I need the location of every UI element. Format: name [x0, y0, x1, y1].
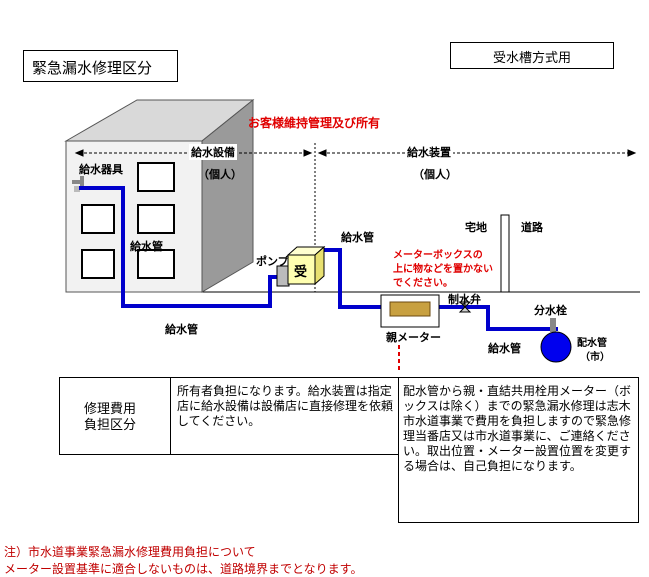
- meter-box-warning-line1: メーターボックスの: [393, 250, 483, 261]
- residential-label: 宅地: [465, 221, 487, 234]
- cost-table: 修理費用 負担区分 所有者負担になります。給水装置は指定店に給水設備は設備店に直…: [59, 377, 639, 523]
- device-range-arrow: [317, 149, 637, 157]
- road-boundary-post: [500, 214, 510, 293]
- supply-pipe: [79, 186, 558, 331]
- city-cost-cell: 配水管から親・直結共用栓用メーター（ボックスは除く）までの緊急漏水修理は志木市水…: [398, 377, 639, 523]
- water-tank: [286, 245, 326, 286]
- individual-label-device: （個人）: [413, 168, 457, 181]
- cost-table-heading-cell: 修理費用 負担区分: [59, 377, 171, 455]
- window: [81, 249, 115, 279]
- pump-icon: [276, 265, 290, 287]
- owner-cost-cell: 所有者負担になります。給水装置は指定店に給水設備は設備店に直接修理を依頼してくだ…: [170, 377, 399, 455]
- footnote-line2: メーター設置基準に適合しないものは、道路境界までとなります。: [4, 562, 363, 576]
- distribution-main-icon: [540, 331, 572, 363]
- meter-box-warning-line2: 上に物などを置かない: [393, 264, 493, 275]
- window: [81, 204, 115, 234]
- window: [137, 162, 175, 192]
- cost-table-heading-line2: 負担区分: [84, 418, 137, 433]
- city-cost-text: 配水管から親・直結共用栓用メーター（ボックスは除く）までの緊急漏水修理は志木市水…: [403, 384, 632, 473]
- pipe-label-building: 給水管: [130, 240, 163, 253]
- city-label: （市）: [580, 352, 610, 363]
- diagram-title: 緊急漏水修理区分: [23, 50, 178, 82]
- meter-body: [389, 301, 431, 317]
- pipe-label-right: 給水管: [488, 342, 521, 355]
- faucet-icon: [72, 176, 84, 192]
- pipe-label-bottom: 給水管: [165, 323, 198, 336]
- stop-valve-icon: [458, 300, 472, 313]
- road-label: 道路: [521, 221, 543, 234]
- owner-cost-text: 所有者負担になります。給水装置は指定店に給水設備は設備店に直接修理を依頼してくだ…: [177, 384, 394, 428]
- ownership-note: お客様維持管理及び所有: [248, 116, 381, 130]
- tank-label: 受: [294, 265, 308, 280]
- window: [137, 204, 175, 234]
- footnote-line1: 注）市水道事業緊急漏水修理費用負担について: [4, 545, 256, 559]
- window: [137, 249, 175, 279]
- system-type-label: 受水槽方式用: [450, 42, 614, 69]
- individual-label-equipment: （個人）: [198, 168, 242, 181]
- distribution-pipe-label: 配水管: [577, 338, 607, 349]
- pipe-label-upper: 給水管: [341, 231, 374, 244]
- equipment-range-arrow: [74, 149, 313, 157]
- branch-tap-icon: [550, 318, 556, 332]
- fixture-label: 給水器具: [79, 163, 123, 176]
- branch-tap-label: 分水栓: [534, 304, 567, 317]
- main-meter-label: 親メーター: [386, 331, 441, 344]
- water-equipment-label: 給水設備: [189, 144, 237, 160]
- stop-valve-label: 制水弁: [448, 293, 481, 306]
- water-device-label: 給水装置: [405, 144, 453, 160]
- cost-table-heading-line1: 修理費用: [84, 402, 137, 417]
- pump-label: ポンプ: [256, 255, 289, 268]
- meter-box-warning-line3: でください。: [393, 278, 453, 289]
